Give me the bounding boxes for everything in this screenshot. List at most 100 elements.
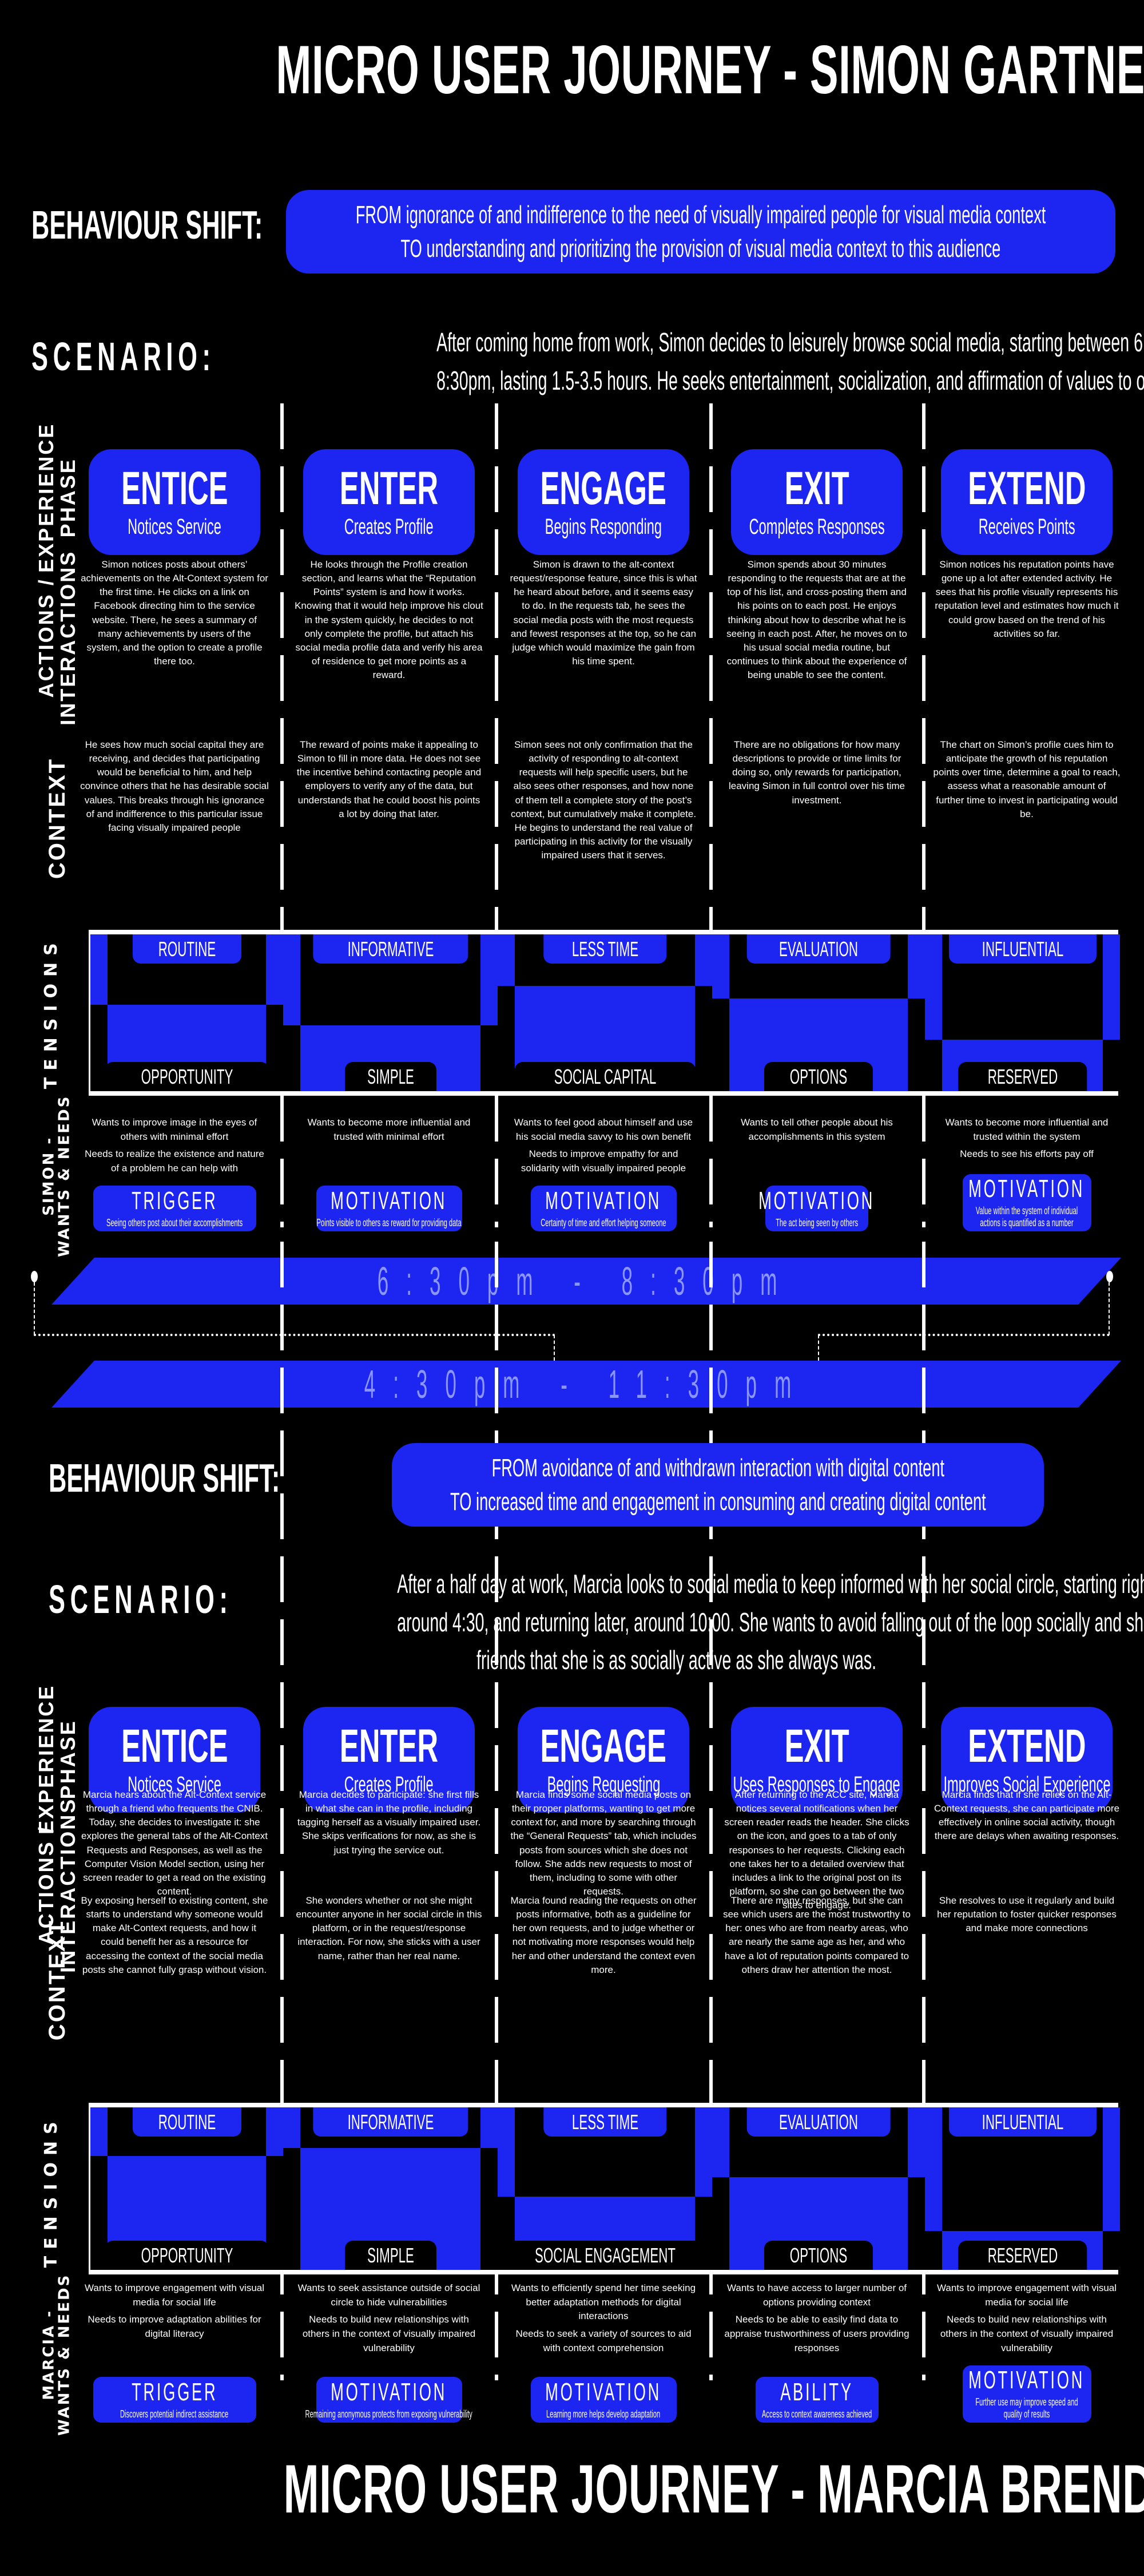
driver-badge-motivation: MOTIVATION Points visible to others as r… (316, 1186, 462, 1231)
context-text: There are many responses, but she can se… (723, 1895, 911, 1975)
phase-card-enter: ENTER Creates Profile (303, 449, 475, 555)
simon-tensions-chart: ROUTINE OPPORTUNITY INFORMATIVE SIMPLE L… (89, 930, 1120, 1096)
actions-text: Simon is drawn to the alt-context reques… (510, 559, 697, 667)
tension-bottom-label: SIMPLE (344, 1061, 436, 1091)
wants-text: Wants to become more influential and tru… (945, 1117, 1109, 1142)
phase-subtitle: Receives Points (978, 514, 1075, 539)
driver-subtitle: Seeing others post about their accomplis… (106, 1216, 243, 1228)
driver-badge-motivation: MOTIVATION Learning more helps develop a… (530, 2377, 677, 2423)
driver-badge-motivation: MOTIVATION Certainty of time and effort … (530, 1186, 677, 1231)
phase-card-extend: EXTEND Receives Points (941, 449, 1113, 555)
timeline-connector (34, 1334, 555, 1336)
phase-divider (922, 403, 925, 1227)
wants-needs-text: Wants to improve engagement with visual … (932, 2281, 1121, 2359)
wants-text: Wants to tell other people about his acc… (741, 1117, 893, 1142)
context-text: She resolves to use it regularly and bui… (937, 1895, 1117, 1934)
context-text: By exposing herself to existing content,… (81, 1895, 268, 1975)
marcia-journey-title: MICRO USER JOURNEY - MARCIA BRENDEL (283, 2451, 1144, 2527)
driver-title: MOTIVATION (545, 2377, 662, 2406)
timeline-connector (818, 1334, 1110, 1336)
wants-text: Wants to improve engagement with visual … (936, 2282, 1117, 2308)
wants-needs-text: Wants to seek assistance outside of soci… (295, 2281, 483, 2359)
actions-text: Marcia finds that if she relies on the A… (934, 1789, 1120, 1842)
wants-text: Wants to improve engagement with visual … (84, 2282, 265, 2308)
wants-needs-text: Wants to feel good about himself and use… (509, 1116, 698, 1179)
tension-bottom-block (712, 998, 925, 1091)
tension-column: ROUTINE OPPORTUNITY (90, 2107, 283, 2270)
tension-column: EVALUATION OPTIONS (712, 934, 925, 1091)
needs-text: Needs to be able to easily find data to … (724, 2314, 909, 2353)
marcia-scenario-text: After a half day at work, Marcia looks t… (226, 1565, 1144, 1679)
wants-needs-text: Wants to become more influential and tru… (932, 1116, 1121, 1165)
actions-text: Marcia hears about the Alt-Context servi… (81, 1789, 268, 1897)
row-label-tensions: TENSIONS (41, 936, 62, 1089)
tension-top-label: LESS TIME (543, 934, 667, 964)
tension-bottom-label: OPTIONS (764, 2240, 873, 2270)
tension-top-label: EVALUATION (746, 934, 891, 964)
phase-subtitle: Completes Responses (749, 514, 885, 539)
tension-column: LESS TIME SOCIAL ENGAGEMENT (483, 2107, 726, 2270)
timeline-connector (554, 1335, 555, 1361)
phase-title: ENTER (339, 1719, 439, 1772)
context-text: She wonders whether or not she might enc… (296, 1895, 482, 1961)
driver-badge-motivation: MOTIVATION The act being seen by others (759, 1186, 873, 1231)
tension-top-label: INFORMATIVE (312, 2107, 468, 2137)
wants-text: Wants to efficiently spend her time seek… (511, 2282, 696, 2322)
phase-card-engage: ENGAGE Begins Requesting (518, 1707, 689, 1813)
phase-subtitle: Notices Service (128, 1772, 221, 1797)
phase-subtitle: Notices Service (128, 514, 221, 539)
phase-card-entice: ENTICE Notices Service (89, 1707, 260, 1813)
phase-title: EXTEND (967, 1719, 1086, 1772)
tension-top-label: ROUTINE (132, 2107, 241, 2137)
tension-column: LESS TIME SOCIAL CAPITAL (498, 934, 712, 1091)
needs-text: Needs to build new relationships with ot… (302, 2314, 476, 2353)
phase-title: EXIT (784, 1719, 849, 1772)
tension-bottom-label: OPTIONS (764, 1061, 873, 1091)
phase-divider (495, 403, 498, 1227)
context-text: There are no obligations for how many de… (728, 739, 905, 806)
marcia-tensions-chart: ROUTINE OPPORTUNITY INFORMATIVE SIMPLE L… (89, 2103, 1120, 2274)
phase-divider (495, 1242, 498, 2380)
wants-text: Wants to become more influential and tru… (307, 1117, 471, 1142)
tension-bottom-label: SOCIAL ENGAGEMENT (483, 2240, 726, 2270)
driver-badge-motivation: MOTIVATION Further use may improve speed… (962, 2365, 1091, 2423)
actions-text: After returning to the ACC site, Marcia … (724, 1789, 909, 1911)
driver-badge-ability: ABILITY Access to context awareness achi… (755, 2377, 879, 2423)
phase-divider (709, 1242, 713, 2380)
driver-title: MOTIVATION (968, 1175, 1085, 1203)
phase-title: ENGAGE (540, 462, 667, 514)
phase-title: ENTICE (121, 1719, 228, 1772)
wants-text: Wants to have access to larger number of… (726, 2282, 907, 2308)
tension-column: INFLUENTIAL RESERVED (925, 2107, 1120, 2270)
simon-timebar: 6:30pm - 8:30pm (51, 1258, 1121, 1305)
tension-bottom-label: SOCIAL CAPITAL (514, 1061, 696, 1091)
driver-title: MOTIVATION (758, 1186, 875, 1215)
needs-text: Needs to improve adaptation abilities fo… (88, 2314, 261, 2339)
tension-bottom-label: OPPORTUNITY (104, 1061, 269, 1091)
wants-needs-text: Wants to become more influential and tru… (295, 1116, 483, 1147)
scenario-line: After a half day at work, Marcia looks t… (397, 1569, 1144, 1599)
phase-card-exit: EXIT Completes Responses (731, 449, 903, 555)
phase-card-engage: ENGAGE Begins Responding (518, 449, 689, 555)
marcia-behaviour-shift-box: FROM avoidance of and withdrawn interact… (392, 1443, 1044, 1527)
context-text: The reward of points make it appealing t… (296, 739, 482, 819)
timeline-end-dot (1106, 1271, 1113, 1282)
phase-card-enter: ENTER Creates Profile (303, 1707, 475, 1813)
timeline-connector (818, 1335, 819, 1361)
driver-title: TRIGGER (131, 1186, 218, 1215)
shift-from: FROM avoidance of and withdrawn interact… (491, 1453, 944, 1482)
tension-column: EVALUATION OPTIONS (712, 2107, 925, 2270)
row-label-tensions: TENSIONS (41, 2115, 62, 2268)
simon-scenario-text: After coming home from work, Simon decid… (275, 323, 1144, 399)
actions-text: Simon notices his reputation points have… (935, 559, 1119, 639)
phase-title: EXIT (784, 462, 849, 514)
driver-title: MOTIVATION (331, 2377, 447, 2406)
scenario-line: around 4:30, and returning later, around… (397, 1607, 1144, 1637)
tension-bottom-label: SIMPLE (344, 2240, 436, 2270)
context-text: Simon sees not only confirmation that th… (510, 739, 697, 861)
driver-subtitle: Access to context awareness achieved (761, 2408, 872, 2420)
timeline-connector (34, 1282, 35, 1335)
needs-text: Needs to see his efforts pay off (960, 1148, 1094, 1160)
simon-behaviour-shift-label: BEHAVIOUR SHIFT: (31, 203, 263, 247)
wants-text: Wants to seek assistance outside of soci… (297, 2282, 480, 2308)
